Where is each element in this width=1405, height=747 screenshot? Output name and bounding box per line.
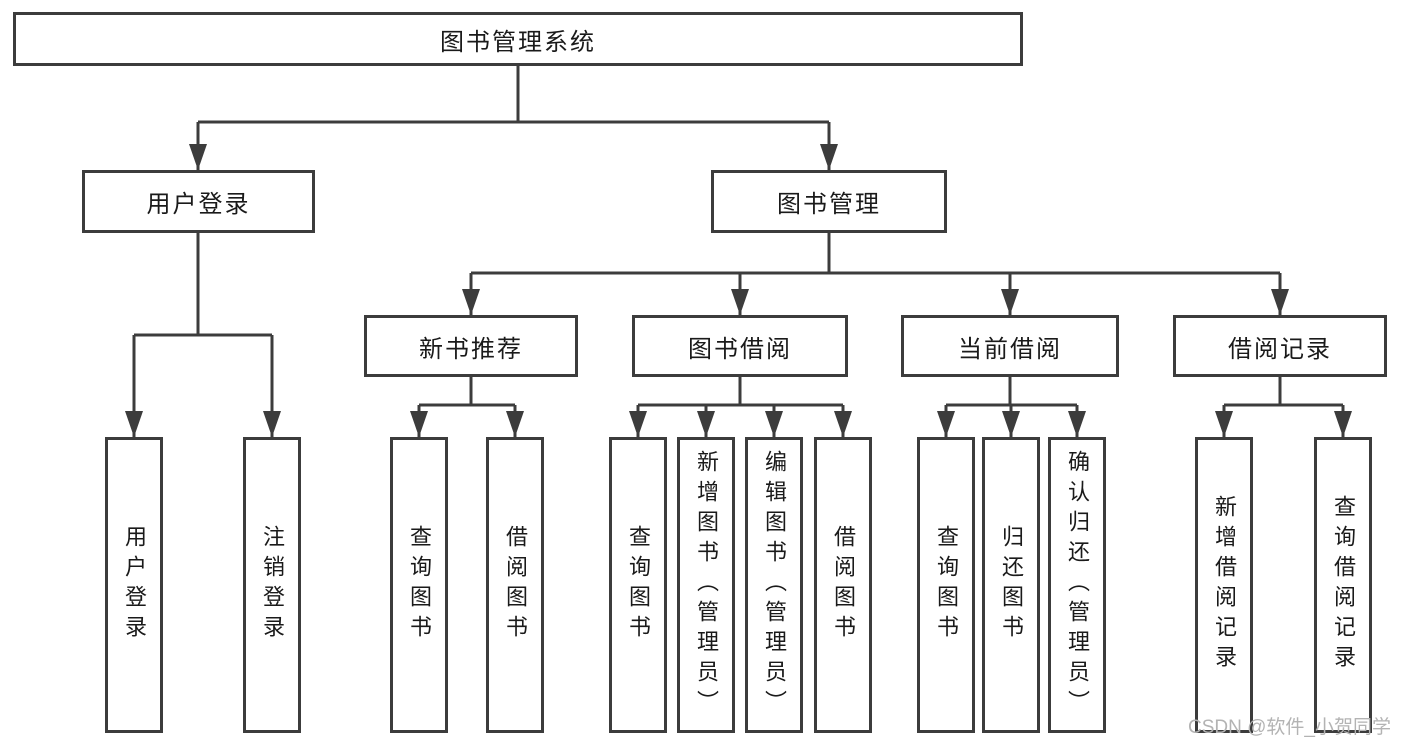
- leaf-user-login: 用户登录: [105, 437, 163, 733]
- leaf-return-books: 归还图书: [982, 437, 1040, 733]
- node-borrowing-records: 借阅记录: [1173, 315, 1387, 377]
- leaf-logout: 注销登录: [243, 437, 301, 733]
- leaf-label: 查询图书: [934, 525, 959, 645]
- leaf-edit-books-admin: 编辑图书（管理员）: [745, 437, 803, 733]
- leaf-label: 用户登录: [122, 525, 147, 645]
- leaf-label: 归还图书: [999, 525, 1024, 645]
- node-book-management: 图书管理: [711, 170, 947, 233]
- leaf-query-books-recommend: 查询图书: [390, 437, 448, 733]
- leaf-label: 新增借阅记录: [1212, 495, 1237, 675]
- leaf-borrow-books-borrowing: 借阅图书: [814, 437, 872, 733]
- leaf-label: 借阅图书: [831, 525, 856, 645]
- leaf-label: 注销登录: [260, 525, 285, 645]
- leaf-label: 确认归还（管理员）: [1065, 450, 1090, 720]
- node-book-borrowing: 图书借阅: [632, 315, 848, 377]
- node-current-borrowing: 当前借阅: [901, 315, 1119, 377]
- leaf-label: 编辑图书（管理员）: [762, 450, 787, 720]
- leaf-label: 查询图书: [407, 525, 432, 645]
- leaf-label: 借阅图书: [503, 525, 528, 645]
- leaf-query-books-current: 查询图书: [917, 437, 975, 733]
- node-user-login: 用户登录: [82, 170, 315, 233]
- leaf-label: 查询借阅记录: [1331, 495, 1356, 675]
- leaf-borrow-books-recommend: 借阅图书: [486, 437, 544, 733]
- leaf-query-books-borrowing: 查询图书: [609, 437, 667, 733]
- leaf-add-books-admin: 新增图书（管理员）: [677, 437, 735, 733]
- leaf-add-borrow-record: 新增借阅记录: [1195, 437, 1253, 733]
- leaf-label: 查询图书: [626, 525, 651, 645]
- leaf-confirm-return-admin: 确认归还（管理员）: [1048, 437, 1106, 733]
- watermark: CSDN @软件_小贺同学: [1188, 717, 1391, 738]
- leaf-label: 新增图书（管理员）: [694, 450, 719, 720]
- leaf-query-borrow-record: 查询借阅记录: [1314, 437, 1372, 733]
- node-library-management-system: 图书管理系统: [13, 12, 1023, 66]
- node-new-book-recommendation: 新书推荐: [364, 315, 578, 377]
